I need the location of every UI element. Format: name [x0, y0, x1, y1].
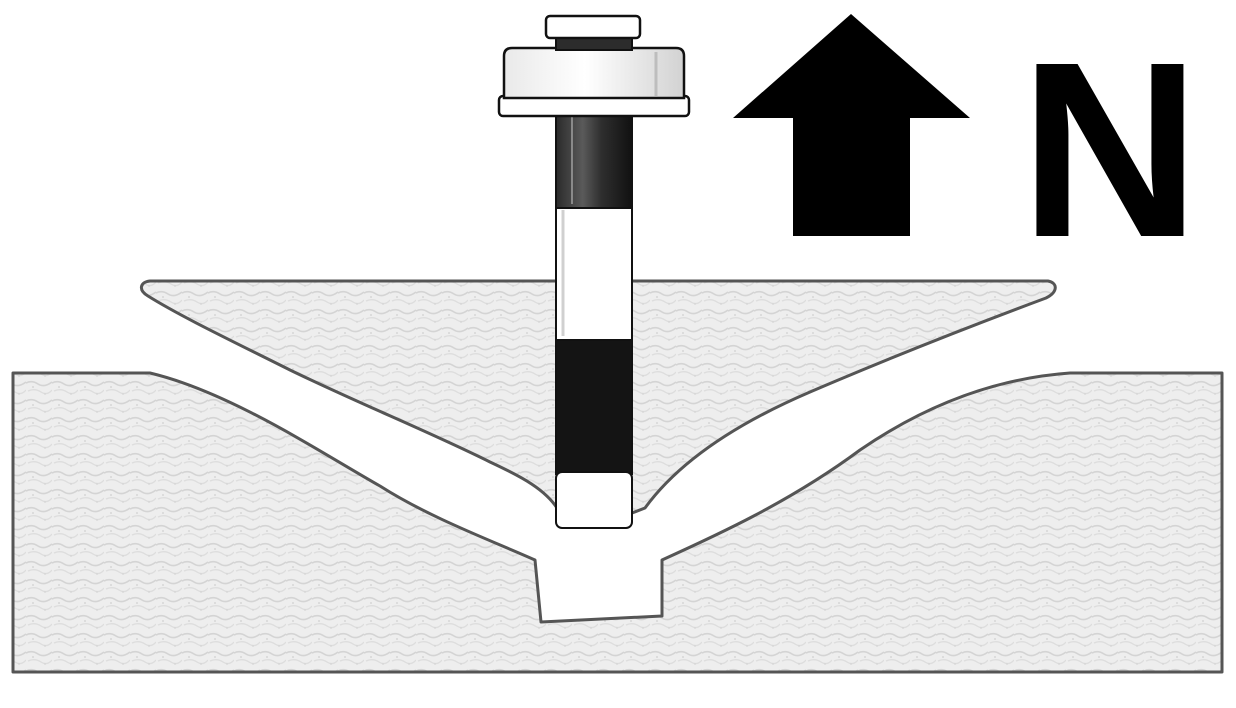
bolt-cap	[502, 46, 686, 100]
anchor-bolt-icon	[497, 14, 691, 529]
up-arrow-icon	[733, 14, 970, 236]
north-label: N	[1020, 10, 1201, 289]
bolt-shaft-lower	[555, 337, 633, 475]
concrete-base-slab	[11, 371, 1224, 674]
bolt-tip	[555, 471, 633, 529]
bolt-shaft-upper	[555, 111, 633, 209]
bolt-band	[555, 205, 633, 341]
bolt-head	[544, 14, 642, 40]
